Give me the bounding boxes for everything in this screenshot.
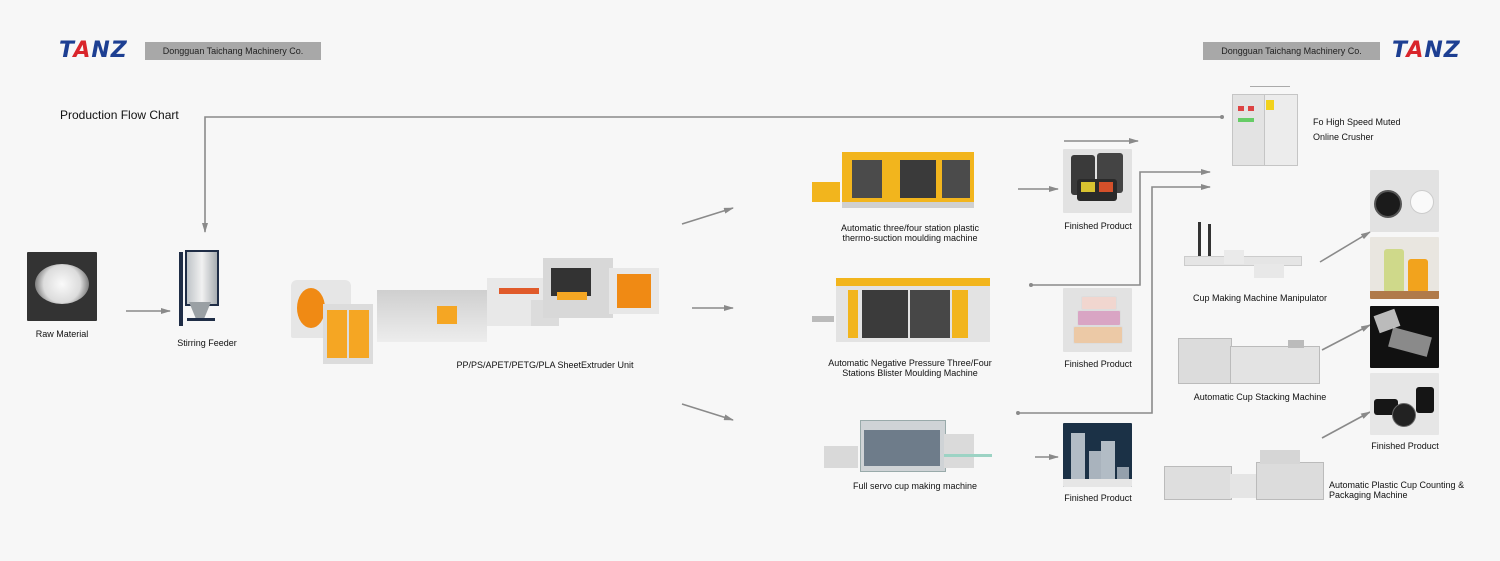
blister-machine-image <box>812 276 992 352</box>
manipulator-image <box>1184 220 1304 280</box>
tanz-logo-right: TANZ <box>1392 38 1461 63</box>
stirring-feeder-image <box>175 248 223 328</box>
cup-making-machine-label: Full servo cup making machine <box>852 481 978 491</box>
finished-product-label-2: Finished Product <box>1064 359 1132 369</box>
finished-product-label-right: Finished Product <box>1371 441 1439 451</box>
cup-making-machine-image <box>824 412 1004 472</box>
page-title: Production Flow Chart <box>60 108 179 122</box>
stacking-machine-label: Automatic Cup Stacking Machine <box>1193 392 1327 402</box>
plastic-pellets-image <box>27 252 97 321</box>
cup-lids-image <box>1370 170 1439 232</box>
black-bowls-image <box>1370 373 1439 435</box>
plastic-cups-image <box>1063 423 1132 487</box>
packaging-machine-label: Automatic Plastic Cup Counting & Packagi… <box>1329 480 1465 500</box>
crusher-label: Fo High Speed Muted Online Crusher <box>1313 117 1401 142</box>
sheet-extruder-image <box>287 238 667 364</box>
packaging-machine-image <box>1160 448 1324 504</box>
tanz-logo-left: TANZ <box>59 38 128 63</box>
raw-material-label: Raw Material <box>35 329 89 339</box>
finished-product-label-1: Finished Product <box>1064 221 1132 231</box>
stirring-feeder-label: Stirring Feeder <box>177 338 237 348</box>
thermoforming-machine-image <box>812 148 992 220</box>
manipulator-label: Cup Making Machine Manipulator <box>1192 293 1328 303</box>
clear-box-image <box>1063 288 1132 352</box>
stacking-machine-image <box>1178 336 1320 388</box>
finished-product-label-3: Finished Product <box>1064 493 1132 503</box>
clear-cups-image <box>1370 306 1439 368</box>
food-container-image <box>1063 149 1132 213</box>
sheet-extruder-label: PP/PS/APET/PETG/PLA SheetExtruder Unit <box>456 360 634 370</box>
drink-cups-image <box>1370 237 1439 299</box>
company-name-right: Dongguan Taichang Machinery Co. <box>1203 42 1380 60</box>
thermoforming-machine-label: Automatic three/four station plastic the… <box>840 223 980 243</box>
company-name-left: Dongguan Taichang Machinery Co. <box>145 42 321 60</box>
blister-machine-label: Automatic Negative Pressure Three/Four S… <box>828 358 992 378</box>
crusher-image <box>1230 86 1302 170</box>
